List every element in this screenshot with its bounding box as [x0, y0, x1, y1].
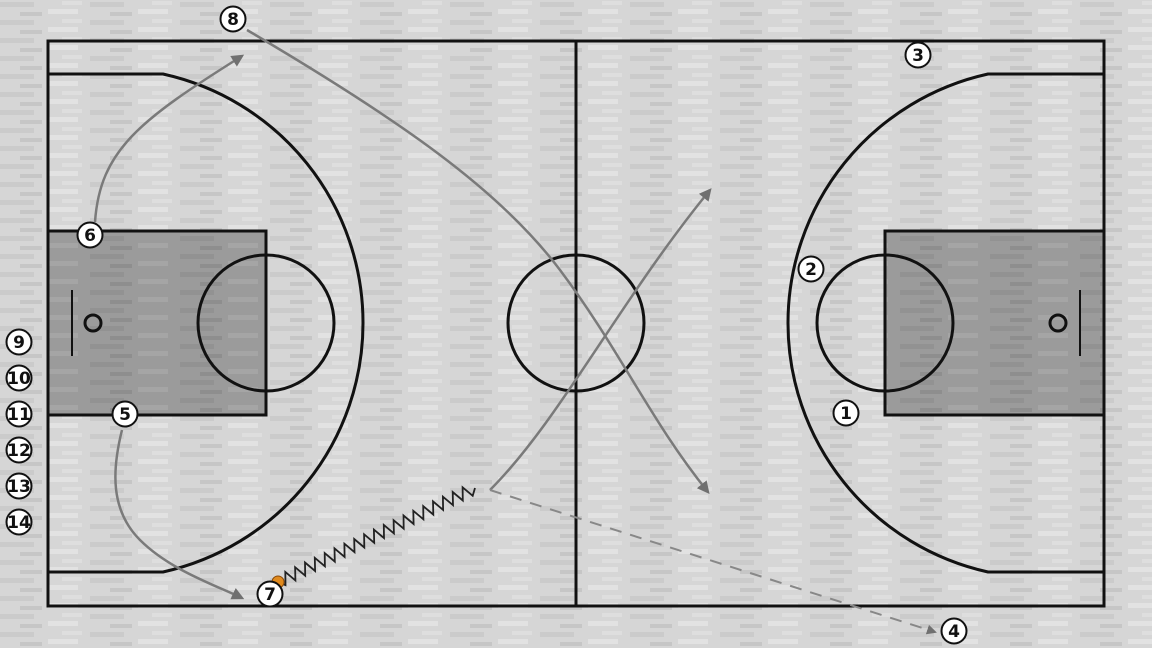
- screen-cut-arrow: [489, 188, 712, 491]
- player-4[interactable]: 4: [940, 617, 968, 645]
- bench-player-11-circle: [5, 400, 33, 428]
- player-1-number: 1: [840, 404, 852, 424]
- center-circle: [506, 253, 646, 393]
- player-5-circle: [111, 400, 139, 428]
- player-8-circle: [219, 5, 247, 33]
- player-4-number: 4: [948, 622, 960, 642]
- player-7-circle: [256, 580, 284, 608]
- player-6-number: 6: [84, 226, 96, 246]
- player-4-circle: [940, 617, 968, 645]
- player-2-circle: [797, 255, 825, 283]
- player-5[interactable]: 5: [111, 400, 139, 428]
- bench-player-10[interactable]: 10: [5, 364, 33, 392]
- left-hoop: [83, 313, 103, 333]
- players-layer: 1 2 3 4 5 6 7 8: [76, 5, 968, 645]
- bench-player-14[interactable]: 14: [5, 508, 33, 536]
- bench-player-9-circle: [5, 328, 33, 356]
- dribble-path-player-7: [277, 485, 476, 587]
- player-1-circle: [832, 399, 860, 427]
- bench-layer: 9 10 11 12 13 14: [5, 328, 33, 536]
- player-7[interactable]: 7: [256, 580, 284, 608]
- bench-player-13[interactable]: 13: [5, 472, 33, 500]
- bench-player-9-number: 9: [13, 333, 25, 353]
- left-three-point-line: [48, 72, 365, 574]
- right-three-point-line: [786, 72, 1104, 574]
- player-1[interactable]: 1: [832, 399, 860, 427]
- cut-arrow-player-8: [246, 28, 710, 494]
- bench-player-14-circle: [5, 508, 33, 536]
- player-7-number: 7: [264, 585, 276, 605]
- player-3-circle: [904, 41, 932, 69]
- player-6-circle: [76, 221, 104, 249]
- player-2-number: 2: [805, 260, 817, 280]
- left-free-throw-circle: [196, 253, 336, 393]
- bench-player-9[interactable]: 9: [5, 328, 33, 356]
- right-free-throw-circle: [815, 253, 955, 393]
- right-paint: [883, 229, 1106, 417]
- bench-player-13-circle: [5, 472, 33, 500]
- bench-player-12[interactable]: 12: [5, 436, 33, 464]
- bench-player-11[interactable]: 11: [5, 400, 33, 428]
- player-2[interactable]: 2: [797, 255, 825, 283]
- player-3[interactable]: 3: [904, 41, 932, 69]
- pass-arrow-to-player-4: [489, 489, 937, 635]
- player-8-number: 8: [227, 10, 239, 30]
- player-5-number: 5: [119, 405, 131, 425]
- bench-player-10-number: 10: [7, 369, 31, 389]
- left-paint: [46, 229, 268, 417]
- bench-player-12-circle: [5, 436, 33, 464]
- bench-player-12-number: 12: [7, 441, 31, 461]
- cut-arrow-player-5: [114, 429, 245, 600]
- player-6[interactable]: 6: [76, 221, 104, 249]
- bench-player-11-number: 11: [7, 405, 31, 425]
- player-3-number: 3: [912, 46, 924, 66]
- right-hoop: [1048, 313, 1068, 333]
- cut-arrow-player-6: [93, 54, 245, 223]
- bench-player-10-circle: [5, 364, 33, 392]
- player-8[interactable]: 8: [219, 5, 247, 33]
- bench-player-14-number: 14: [7, 513, 31, 533]
- bench-player-13-number: 13: [7, 477, 31, 497]
